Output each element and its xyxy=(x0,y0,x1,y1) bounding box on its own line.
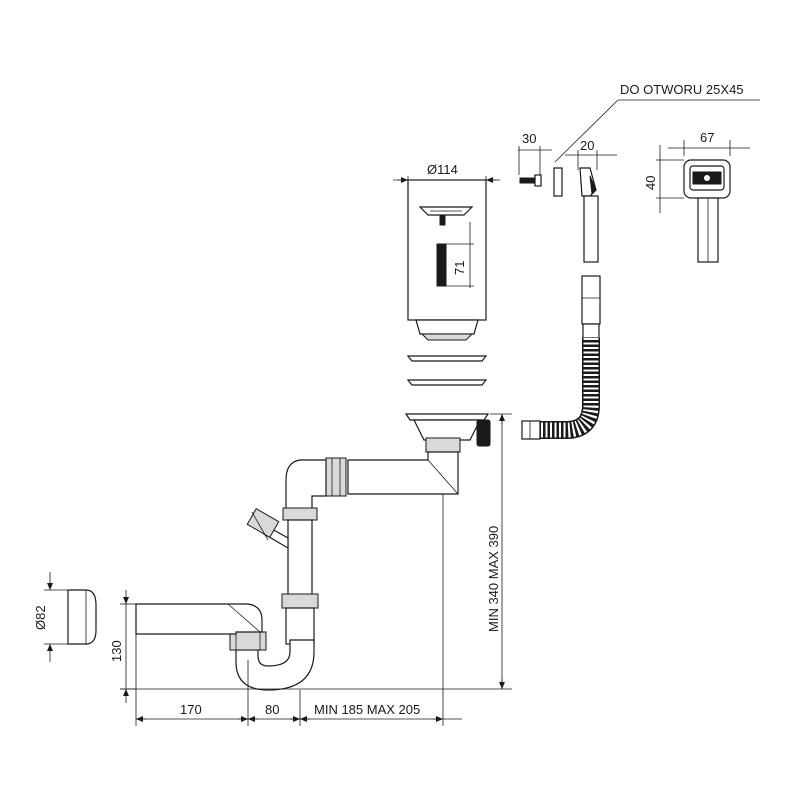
basket-depth-label: 71 xyxy=(452,261,467,275)
basket-pin xyxy=(439,214,446,226)
overflow-head xyxy=(579,167,597,197)
basket-flange xyxy=(415,319,479,335)
vertical-pipe xyxy=(281,507,319,645)
appliance-inlet xyxy=(246,508,289,550)
basket-strainer xyxy=(407,179,487,341)
overflow-plate xyxy=(683,159,731,263)
upper-gasket xyxy=(406,355,488,362)
basket-diameter-dim: Ø114 xyxy=(393,162,500,184)
overflow-plate-dims: 67 40 xyxy=(643,130,750,213)
overflow-screw-dim: 30 xyxy=(518,131,552,175)
outlet-height-label: 130 xyxy=(109,640,124,662)
overflow-tube xyxy=(581,195,601,339)
trap-to-drain-label: MIN 185 MAX 205 xyxy=(314,702,420,717)
u-trap xyxy=(229,631,315,691)
basket-depth-dim: 71 xyxy=(446,222,474,288)
horizontal-dims: 170 80 MIN 185 MAX 205 xyxy=(135,494,462,726)
outlet-height-dim: 130 xyxy=(109,590,136,703)
overflow-screw xyxy=(519,174,542,187)
outlet-length-label: 170 xyxy=(180,702,202,717)
cap-diameter-dim: Ø82 xyxy=(33,572,72,662)
overflow-width-dim: 20 xyxy=(565,138,617,170)
overflow-nut xyxy=(553,167,563,197)
plate-height-label: 40 xyxy=(643,176,658,190)
cap-diameter-label: Ø82 xyxy=(33,605,48,630)
end-cap xyxy=(67,589,97,645)
total-height-dim: MIN 340 MAX 390 xyxy=(486,413,512,689)
outlet-pipe xyxy=(135,603,263,635)
hole-note-label: DO OTWORU 25X45 xyxy=(620,82,744,97)
overflow-width-label: 20 xyxy=(580,138,594,153)
screw-width-label: 30 xyxy=(522,131,536,146)
overflow-connector xyxy=(476,419,491,447)
trap-offset-label: 80 xyxy=(265,702,279,717)
total-height-label: MIN 340 MAX 390 xyxy=(486,526,501,632)
hole-note-callout: DO OTWORU 25X45 xyxy=(554,82,760,163)
basket-rod xyxy=(436,243,447,287)
sink-outlet xyxy=(404,413,491,453)
plate-width-label: 67 xyxy=(700,130,714,145)
basket-diameter-label: Ø114 xyxy=(427,162,458,177)
basket-body xyxy=(407,179,487,321)
lower-gasket xyxy=(406,379,488,386)
overflow-corrugated-hose xyxy=(521,338,600,440)
upper-elbow xyxy=(285,459,327,513)
horizontal-drain-arm xyxy=(325,451,459,497)
gaskets xyxy=(406,355,488,386)
